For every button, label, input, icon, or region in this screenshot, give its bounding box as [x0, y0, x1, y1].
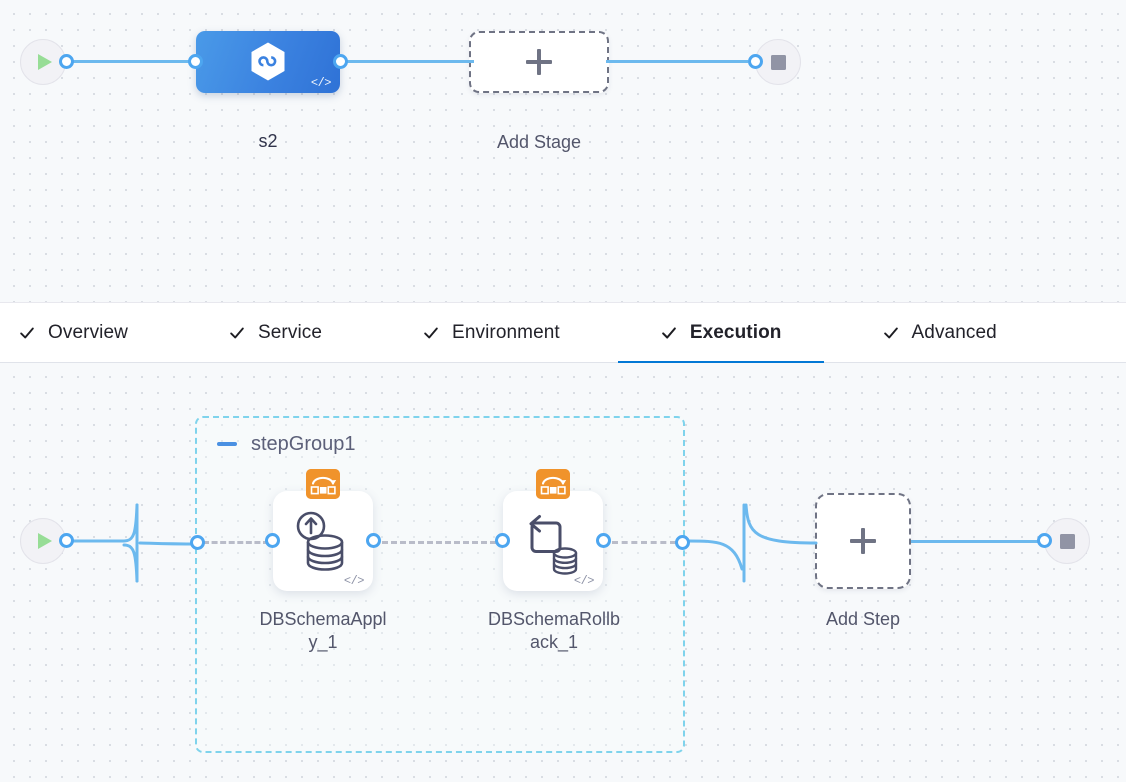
- execution-end-input-port[interactable]: [1037, 533, 1052, 548]
- minus-icon[interactable]: [217, 442, 237, 446]
- db-schema-apply-icon: [296, 511, 344, 571]
- tab-advanced[interactable]: Advanced: [882, 302, 997, 363]
- tab-execution-label: Execution: [689, 322, 782, 343]
- tab-environment-label: Environment: [452, 322, 560, 343]
- stepgroup-input-port[interactable]: [190, 535, 205, 550]
- tab-overview-label: Overview: [48, 322, 128, 343]
- start-output-port[interactable]: [59, 54, 74, 69]
- stepgroup-output-port[interactable]: [675, 535, 690, 550]
- step-node-label: DBSchemaRollb ack_1: [487, 609, 621, 653]
- edge-stage-to-addstage: [338, 60, 474, 63]
- looping-strategy-icon[interactable]: [306, 469, 340, 499]
- pipeline-end-node[interactable]: [739, 39, 801, 85]
- edge-start-to-stepgroup: [62, 503, 202, 583]
- tab-service-label: Service: [257, 322, 323, 343]
- stop-icon: [770, 54, 786, 70]
- check-icon: [883, 327, 898, 338]
- plus-icon: [526, 49, 552, 75]
- step2-output-port[interactable]: [596, 533, 611, 548]
- tab-service[interactable]: Service: [228, 302, 322, 363]
- looping-strategy-icon[interactable]: [536, 469, 570, 499]
- execution-start-node[interactable]: [20, 518, 74, 564]
- step-code-icon[interactable]: </>: [343, 574, 365, 588]
- tab-advanced-label: Advanced: [911, 322, 997, 343]
- check-icon: [20, 327, 34, 338]
- end-input-port[interactable]: [748, 54, 763, 69]
- edge-addstage-to-end: [606, 60, 748, 63]
- stage-input-port[interactable]: [188, 54, 203, 69]
- db-schema-rollback-icon: [529, 515, 578, 575]
- edge-stepgroup-to-addstep: [688, 503, 818, 583]
- check-icon: [424, 327, 438, 338]
- stage-config-tabs[interactable]: Overview Service Environment Execution A: [0, 302, 1126, 364]
- add-stage-button[interactable]: [469, 31, 609, 93]
- execution-graph-canvas[interactable]: stepGroup1: [0, 363, 1126, 782]
- step-node-dbschemaapply[interactable]: </>: [265, 469, 381, 591]
- tab-execution[interactable]: Execution: [617, 302, 824, 364]
- stage-output-port[interactable]: [333, 54, 348, 69]
- stop-icon: [1059, 533, 1075, 549]
- step-node-dbschemarollback[interactable]: </>: [495, 469, 611, 591]
- edge-step2-to-port: [612, 541, 676, 544]
- add-stage-label: Add Stage: [496, 132, 582, 152]
- add-step-label: Add Step: [825, 609, 901, 629]
- stage-node-label: s2: [258, 131, 278, 151]
- step1-input-port[interactable]: [265, 533, 280, 548]
- edge-step1-to-step2: [382, 541, 496, 544]
- tab-overview[interactable]: Overview: [18, 302, 128, 363]
- edge-addstep-to-end: [911, 540, 1043, 543]
- step1-output-port[interactable]: [366, 533, 381, 548]
- pipeline-start-node[interactable]: [20, 39, 74, 85]
- step2-input-port[interactable]: [495, 533, 510, 548]
- step-group-stepgroup1[interactable]: stepGroup1: [195, 416, 685, 753]
- stage-code-icon[interactable]: </>: [310, 76, 332, 90]
- execution-start-output-port[interactable]: [59, 533, 74, 548]
- plus-icon: [850, 528, 876, 554]
- execution-end-node[interactable]: [1037, 518, 1090, 564]
- start-circle: [20, 39, 66, 85]
- stage-graph-canvas[interactable]: </> s2 Add Stage: [0, 0, 1126, 302]
- check-icon: [661, 326, 676, 339]
- step-node-label: DBSchemaAppl y_1: [259, 609, 387, 653]
- stage-node-s2[interactable]: </>: [188, 31, 348, 93]
- deploy-hexagon-infinity-icon: [251, 42, 285, 81]
- add-step-button[interactable]: [815, 493, 911, 589]
- edge-start-to-stage: [62, 60, 202, 63]
- step-group-header: stepGroup1: [217, 434, 356, 454]
- step-group-title: stepGroup1: [251, 433, 356, 455]
- tab-environment[interactable]: Environment: [422, 302, 560, 363]
- check-icon: [230, 327, 244, 338]
- step-code-icon[interactable]: </>: [573, 574, 595, 588]
- play-icon: [38, 533, 52, 549]
- edge-port-to-step1: [203, 541, 269, 544]
- start-circle: [20, 518, 66, 564]
- play-icon: [38, 54, 52, 70]
